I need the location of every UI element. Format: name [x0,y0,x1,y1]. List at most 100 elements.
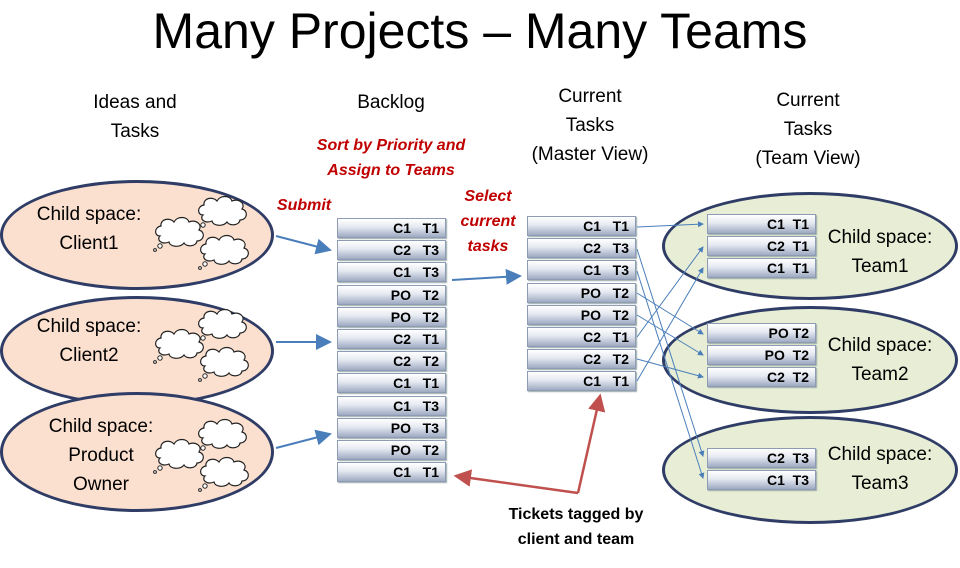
header-line: Current [558,86,622,107]
team1-stack: C1 T1 C2 T1 C1 T1 [707,214,816,281]
ticket[interactable]: C1 T3 [707,470,816,491]
client1-label: Child space: Client1 [18,200,160,258]
label-line: Child space: [827,335,933,356]
submit-annotation: Submit [276,197,332,214]
label-line: Child space: [827,227,933,248]
annotation-line: Sort by Priority and [316,137,466,154]
thought-cloud-icon [196,308,247,344]
annotation-line: Tickets tagged by [508,506,644,523]
label-line: Child space: [36,204,142,225]
header-line: Tasks [565,115,615,136]
ticket[interactable]: C1 T1 [527,371,636,392]
ticket[interactable]: C2 T2 [527,349,636,370]
backlog-stack: C1 T1 C2 T3 C1 T3 PO T2 PO T2 C2 T1 C2 T… [337,218,446,484]
thought-cloud-icon [198,346,249,382]
diagram-title: Many Projects – Many Teams [152,3,808,59]
assign-connector [636,292,704,335]
label-line: Client2 [59,345,119,366]
ticket[interactable]: C2 T2 [707,367,816,388]
ticket[interactable]: C1 T3 [337,262,446,283]
annotation-line: client and team [517,531,635,548]
ticket[interactable]: C2 T1 [527,326,636,347]
team2-label: Child space: Team2 [810,331,950,389]
submit-arrow [275,235,332,255]
sort-annotation: Sort by Priority and Assign to Teams [296,133,486,183]
team1-label: Child space: Team1 [810,223,950,281]
header-line: (Team View) [755,148,861,169]
header-line: Tasks [110,121,160,142]
header-line: (Master View) [531,144,649,165]
ticket[interactable]: C2 T3 [337,240,446,261]
annotation-line: Assign to Teams [327,162,455,179]
team3-stack: C2 T3 C1 T3 [707,448,816,492]
thought-cloud-icon [153,216,204,252]
header-line: Backlog [357,92,425,113]
annotation-line: tasks [467,238,509,255]
assign-connector [636,246,704,338]
product-owner-label: Child space: Product Owner [30,412,172,499]
tickets-annotation: Tickets tagged by client and team [486,502,666,552]
label-line: Team1 [851,256,909,277]
select-arrow [451,268,522,285]
product-owner-space [0,392,274,512]
ticket[interactable]: PO T3 [337,417,446,438]
ticket[interactable]: C2 T2 [337,351,446,372]
assign-connector [636,267,704,382]
header-line: Current [776,90,840,111]
select-annotation: Select current tasks [448,184,528,259]
client2-label: Child space: Client2 [18,312,160,370]
label-line: Child space: [36,316,142,337]
tag-arrow [453,469,579,495]
submit-arrow [275,429,332,449]
assign-connector [636,248,705,457]
ticket[interactable]: PO T2 [337,439,446,460]
ticket[interactable]: PO T2 [707,323,816,343]
header-line: Tasks [783,119,833,140]
thought-cloud-icon [153,328,204,364]
ticket[interactable]: C2 T3 [707,448,816,468]
ideas-header: Ideas and Tasks [60,88,210,146]
ticket[interactable]: PO T2 [337,284,446,305]
backlog-header: Backlog [316,88,466,117]
label-line: Owner [73,474,129,495]
tag-arrow [576,393,606,494]
team-view-header: Current Tasks (Team View) [728,86,888,173]
assign-connector [636,270,705,479]
ticket[interactable]: C1 T1 [707,258,816,279]
label-line: Product [68,445,134,466]
ticket[interactable]: PO T2 [527,282,636,303]
team2-stack: PO T2 PO T2 C2 T2 [707,323,816,390]
thought-cloud-icon [198,234,249,270]
label-line: Team2 [851,364,909,385]
ticket[interactable]: PO T2 [707,345,816,366]
thought-cloud-icon [153,438,204,474]
ticket[interactable]: C1 T1 [707,214,816,234]
master-view-stack: C1 T1 C2 T3 C1 T3 PO T2 PO T2 C2 T1 C2 T… [527,216,636,394]
label-line: Team3 [851,473,909,494]
ticket[interactable]: C1 T1 [527,216,636,236]
annotation-line: Select [464,188,512,205]
master-view-header: Current Tasks (Master View) [510,82,670,169]
ticket[interactable]: C2 T3 [527,238,636,259]
thought-cloud-icon [196,418,247,454]
ticket[interactable]: C2 T1 [707,236,816,257]
label-line: Child space: [48,416,154,437]
annotation-line: current [460,213,516,230]
header-line: Ideas and [93,92,177,113]
team3-space [662,416,958,524]
team3-label: Child space: Team3 [810,440,950,498]
thought-cloud-icon [198,456,249,492]
ticket[interactable]: C1 T1 [337,373,446,394]
ticket[interactable]: PO T2 [337,306,446,327]
assign-connector [636,314,704,356]
label-line: Client1 [59,233,119,254]
ticket[interactable]: C2 T1 [337,328,446,349]
ticket[interactable]: C1 T3 [527,260,636,281]
assign-connector [636,221,704,228]
ticket[interactable]: C1 T1 [337,218,446,238]
label-line: Child space: [827,444,933,465]
thought-cloud-icon [196,195,247,231]
ticket[interactable]: C1 T3 [337,395,446,416]
ticket[interactable]: PO T2 [527,304,636,325]
ticket[interactable]: C1 T1 [337,462,446,483]
